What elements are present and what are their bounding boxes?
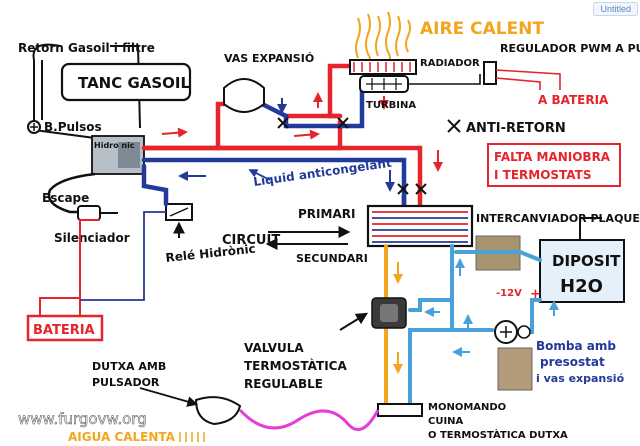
valvula-line1: VALVULA: [244, 341, 304, 355]
valvula-line3: REGULABLE: [244, 377, 323, 391]
exhaust-line: [47, 172, 96, 214]
rele-wiring: [80, 211, 166, 301]
secondary-flow-arrows: [393, 258, 559, 374]
silenciador-label: Silenciador: [54, 231, 130, 245]
bateria-left-wiring: [39, 219, 100, 316]
watermark: www.furgovw.org: [18, 410, 147, 428]
diposit-line2: H2O: [560, 276, 603, 297]
dutxa-head: [194, 396, 242, 426]
aigua-calenta-label: AIGUA CALENTA: [68, 430, 176, 444]
bomba-line1: Bomba amb: [536, 339, 616, 353]
silenciador-icon: [77, 205, 101, 221]
check-valves: [277, 117, 427, 195]
escape-label: Escape: [42, 191, 89, 205]
bomba-line2: presostat: [540, 355, 605, 369]
dutxa-line1: DUTXA AMB: [92, 360, 166, 373]
diposit-h2o: [539, 239, 625, 303]
plus-sign: +: [530, 287, 541, 302]
falta-maniobra-line1: FALTA MANIOBRA: [494, 150, 611, 164]
dutxa-hose: [238, 408, 380, 432]
bateria-left: [26, 314, 104, 342]
bateria-left-label: BATERIA: [33, 323, 95, 338]
hidronic-label: Hidro nic: [94, 141, 135, 150]
document-title-tag: Untitled: [593, 2, 638, 16]
radiador-label: RADIADOR: [420, 58, 480, 69]
antiretorn-label: ANTI-RETORN: [466, 121, 566, 136]
aire-calent-label: AIRE CALENT: [420, 19, 544, 39]
hot-air-waves: [355, 11, 411, 65]
antiretorn-icon: [447, 119, 461, 133]
bateria-right-label: A BATERIA: [538, 93, 609, 107]
minus-12v-label: -12V: [496, 288, 522, 299]
secundari-label: SECUNDARI: [296, 252, 368, 265]
vas-expansio: [223, 78, 265, 113]
monomando-line2: CUINA: [428, 416, 464, 427]
vas-expansio-label: VAS EXPANSIÓ: [224, 52, 314, 65]
dutxa-line2: PULSADOR: [92, 376, 160, 389]
tanc-gasoil: [60, 62, 192, 102]
regulador-pwm: [483, 61, 497, 85]
intercanviador-label: INTERCANVIADOR PLAQUES: [476, 212, 640, 225]
turbina-label: TURBINA: [366, 100, 416, 111]
falta-maniobra-line2: I TERMOSTATS: [494, 168, 592, 182]
bomba-photo: [497, 347, 533, 391]
regulador-pwm-label: REGULADOR PWM A PULSOS: [500, 42, 640, 55]
tanc-gasoil-label: TANC GASOIL: [78, 74, 191, 92]
radiador: [349, 59, 417, 75]
circuit-label: CIRCUIT: [222, 233, 280, 248]
monomando-line1: MONOMANDO: [428, 402, 506, 413]
b-pulsos-label: B.Pulsos: [44, 120, 102, 134]
bomba-line3: i vas expansió: [536, 372, 625, 385]
monomando-line3: O TERMOSTÀTICA DUTXA: [428, 428, 568, 441]
aigua-drops: [179, 432, 205, 442]
falta-maniobra-box: [487, 143, 621, 187]
retorn-gasoil-label: Retorn Gasoil i filtre: [18, 41, 155, 55]
primari-label: PRIMARI: [298, 207, 355, 221]
diposit-line1: DIPOSIT: [552, 252, 621, 270]
valvula-line2: TERMOSTÀTICA: [244, 358, 347, 373]
primary-flow-arrows: [161, 92, 443, 192]
monomando-tap: [377, 403, 423, 417]
